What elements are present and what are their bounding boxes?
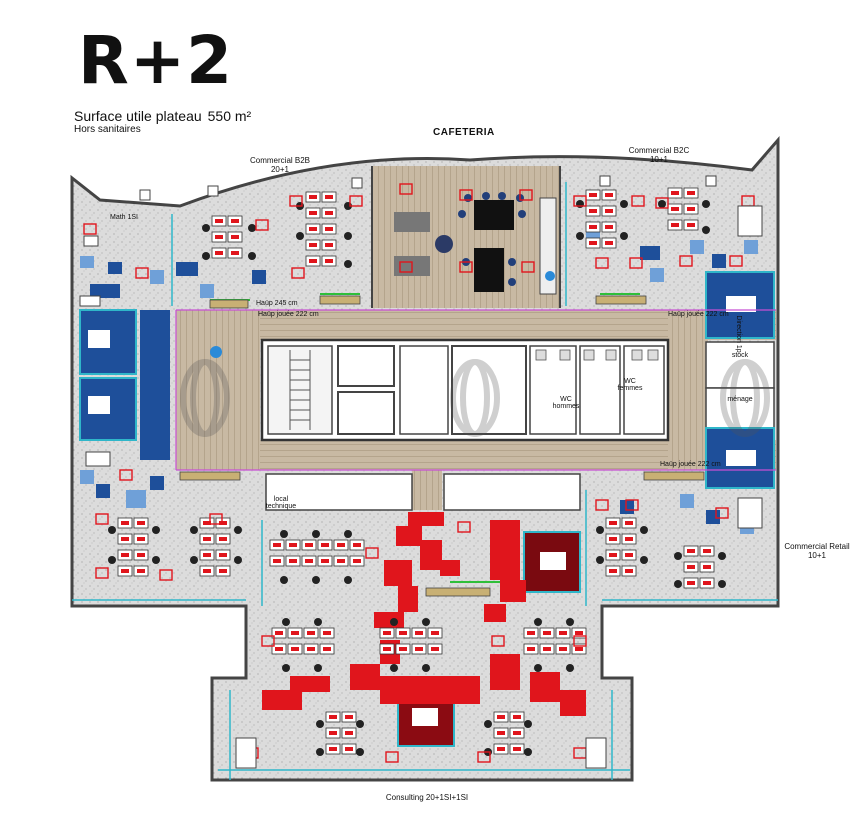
surface-value: 550 m² — [207, 108, 252, 124]
room-menage: ménage — [727, 396, 753, 403]
cafeteria-furniture — [210, 192, 557, 358]
zone-commercial-b2b: Commercial B2B 20+1 — [250, 156, 311, 175]
misc-furniture — [79, 205, 763, 769]
corridor-right — [668, 310, 708, 470]
surface-label: Surface utile plateau 550 m² — [74, 108, 251, 124]
storage-units — [179, 295, 705, 597]
surface-text: Surface utile plateau — [74, 108, 202, 124]
dimension-4: Haüp jouée 222 cm — [660, 461, 721, 468]
zone-commercial-retail: Commercial Retail 10+1 — [784, 542, 850, 561]
label-math: Math 1SI — [109, 214, 138, 221]
zone-consulting: Consulting 20+1SI+1SI — [385, 793, 469, 802]
corridor-stem — [412, 470, 442, 510]
dimension-2: Haüp jouée 222 cm — [258, 311, 319, 318]
dimension-3: Haüp jouée 222 cm — [668, 311, 729, 318]
room-wc-hommes: WC hommes — [552, 396, 580, 410]
corridor-left — [176, 310, 260, 470]
side-rooms — [79, 271, 775, 747]
room-local-technique: local technique — [265, 496, 297, 510]
sanitaires-note: Hors sanitaires — [74, 124, 141, 135]
red-carpet — [262, 512, 586, 716]
room-stock: stock — [731, 352, 749, 359]
zone-commercial-b2c: Commercial B2C 10+1 — [628, 146, 690, 165]
blue-carpet — [80, 230, 758, 534]
dimension-1: Haüp 245 cm — [256, 300, 298, 307]
cafeteria-label: CAFETERIA — [433, 127, 495, 138]
level-title: R+2 — [78, 22, 234, 99]
jll-watermark — [180, 359, 770, 437]
building-core — [260, 338, 670, 442]
facade-tables — [139, 175, 717, 201]
room-wc-femmes: WC femmes — [617, 378, 643, 392]
